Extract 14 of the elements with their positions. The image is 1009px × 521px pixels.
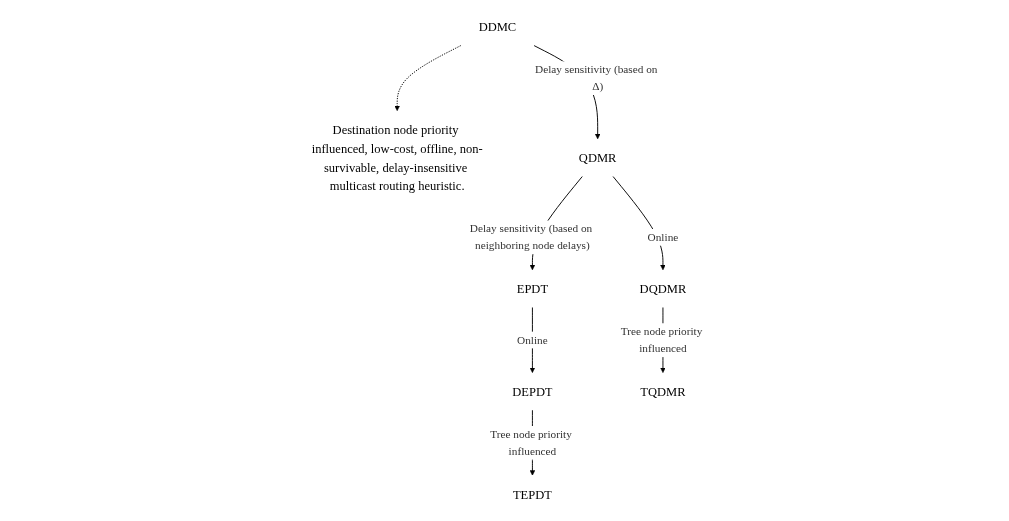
edge-label: Online [516, 333, 548, 347]
edge-label: Online [647, 230, 678, 244]
edge-label: Delay sensitivity (based on neighboring node delays) [469, 222, 592, 252]
node-text: DEPDT [511, 384, 553, 399]
node-text: Destination node priority influenced, low-cost, offline, non-survivable, delay-insensitive multicast routing heuristic. [311, 122, 483, 193]
node-text: EPDT [516, 281, 548, 296]
node-text: DDMC [478, 19, 516, 34]
node-text: DQDMR [639, 281, 686, 296]
edge-label: Tree node priority influenced [489, 427, 572, 458]
edge-label: Delay sensitivity (based on Δ) [534, 63, 657, 93]
edge-label: Tree node priority influenced [620, 325, 702, 355]
node-text: TEPDT [512, 487, 552, 502]
node-text: TQDMR [639, 384, 686, 399]
node-text: QDMR [578, 150, 616, 165]
